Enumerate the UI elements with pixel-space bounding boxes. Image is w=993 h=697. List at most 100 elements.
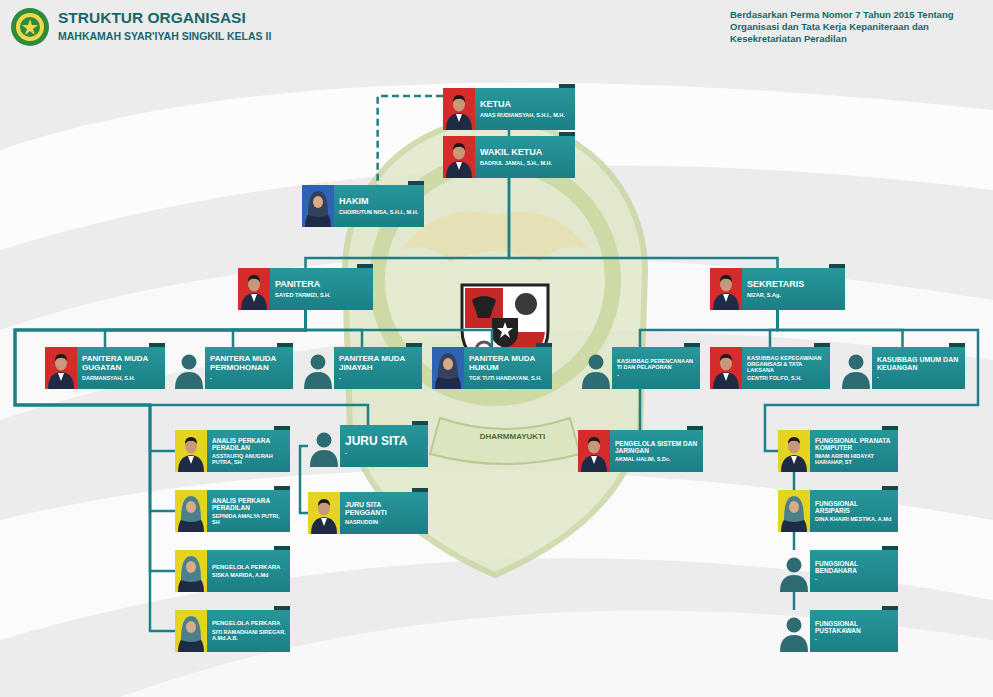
person-hair [588, 437, 600, 444]
org-box: PANITERASAYED TARMIZI, S.H. [238, 268, 373, 310]
person-shirt [321, 518, 327, 526]
person-shirt [791, 456, 797, 464]
name-banner: FUNGSIONAL PRANATA KOMPUTERIMAM ARIFIN H… [810, 430, 898, 472]
org-connector [793, 532, 796, 550]
watermark-ribbon [430, 418, 580, 464]
org-connector [15, 310, 306, 631]
silhouette-head [589, 355, 604, 370]
person-hair [185, 437, 197, 444]
position-title: PANITERA MUDA JINAYAH [339, 355, 418, 373]
banner-tab [949, 343, 965, 347]
person-photo [308, 492, 340, 534]
position-title: KETUA [480, 100, 571, 110]
photo-background [175, 610, 207, 652]
org-connector [306, 310, 363, 347]
person-body [241, 293, 267, 310]
org-connector [15, 310, 368, 425]
photo-art [308, 492, 340, 534]
person-name: AKMAL HALIM, S.Dc. [615, 456, 699, 462]
person-body [178, 455, 204, 472]
silhouette-head [849, 355, 864, 370]
banner-tab [536, 343, 552, 347]
org-connector [233, 310, 306, 347]
name-banner: KASUBBAG UMUM DAN KEUANGAN- [872, 347, 965, 389]
banner-tab [829, 264, 845, 268]
banner-tab [406, 343, 422, 347]
position-title: KASUBBAG PERENCANAAN TI DAN PELAPORAN [617, 358, 696, 370]
position-title: PANITERA MUDA HUKUM [469, 355, 548, 373]
shield-tree [515, 293, 537, 315]
org-connector [640, 310, 778, 347]
photo-background [443, 136, 475, 178]
person-hijab [181, 556, 201, 582]
position-title: JURU SITA PENGGANTI [345, 501, 424, 516]
logo-inner [20, 17, 40, 37]
shield-bull [472, 296, 496, 318]
silhouette-head [311, 355, 326, 370]
photo-art [443, 136, 475, 178]
person-photo [580, 347, 612, 389]
person-name: - [210, 375, 289, 381]
photo-background [175, 490, 207, 532]
name-banner: WAKIL KETUABADRUL JAMAL, S.H., M.H. [475, 136, 575, 178]
person-photo [778, 550, 810, 592]
person-body [446, 161, 472, 178]
logo-ring [16, 13, 44, 41]
person-photo [173, 347, 205, 389]
photo-background [578, 430, 610, 472]
person-hair [453, 143, 465, 150]
banner-tab [559, 84, 575, 88]
person-shirt [723, 373, 729, 381]
person-photo [778, 610, 810, 652]
org-connector [306, 310, 493, 347]
org-box: PANITERA MUDA HUKUMTGK TUTI HANDAYANI, S… [432, 347, 552, 389]
person-shirt [591, 456, 597, 464]
person-name: CHOIRUTUN NISA, S.H.I., M.H. [339, 209, 420, 215]
org-box: KASUBBAG KEPEGAWAIAN ORGANISASI & TATA L… [710, 347, 830, 389]
person-shirt [456, 114, 462, 122]
photo-art [175, 430, 207, 472]
person-name: DARMANSYAH, S.H. [82, 375, 161, 381]
photo-background [308, 492, 340, 534]
banner-tab [357, 264, 373, 268]
banner-tab [882, 546, 898, 550]
position-title: PANITERA MUDA GUGATAN [82, 355, 161, 373]
person-hijab [308, 191, 328, 217]
photo-background [175, 550, 207, 592]
shield-center [492, 318, 518, 348]
photo-art [710, 268, 742, 310]
person-photo [443, 136, 475, 178]
person-name: - [617, 372, 696, 378]
person-name: NASRUDDIN [345, 519, 424, 525]
position-title: FUNGSIONAL PUSTAKAWAN [815, 620, 894, 634]
watermark-motto: DHARMMAYUKTI [455, 432, 570, 442]
person-face [186, 621, 196, 633]
org-box: FUNGSIONAL BENDAHARA- [778, 550, 898, 592]
name-banner: KETUAANAS RUDIANSYAH, S.H.I., M.H. [475, 88, 575, 130]
person-body [446, 113, 472, 130]
org-connector [15, 310, 306, 511]
banner-tab [274, 426, 290, 430]
person-photo [840, 347, 872, 389]
banner-tab [277, 343, 293, 347]
person-photo [443, 88, 475, 130]
silhouette-body [582, 372, 610, 389]
position-title: PANITERA MUDA PERMOHONAN [210, 355, 289, 373]
person-name: - [345, 450, 424, 456]
name-banner: JURU SITA PENGGANTI NASRUDDIN [340, 492, 428, 534]
org-box: FUNGSIONAL PRANATA KOMPUTERIMAM ARIFIN H… [778, 430, 898, 472]
photo-art [45, 347, 77, 389]
banner-tab [408, 181, 424, 185]
person-name: IMAM ARIFIN HIDAYAT HARAHAP, ST [815, 453, 894, 466]
banner-tab [274, 486, 290, 490]
person-name: BADRUL JAMAL, S.H., M.H. [480, 160, 571, 166]
banner-tab [882, 486, 898, 490]
person-hair [720, 275, 732, 282]
photo-background [432, 347, 464, 389]
silhouette-head [317, 433, 332, 448]
banner-tab [814, 343, 830, 347]
silhouette-body [175, 372, 203, 389]
org-box: FUNGSIONAL ARSIPARISDINA KHAIRI MESTIKA,… [778, 490, 898, 532]
person-shirt [188, 456, 194, 464]
